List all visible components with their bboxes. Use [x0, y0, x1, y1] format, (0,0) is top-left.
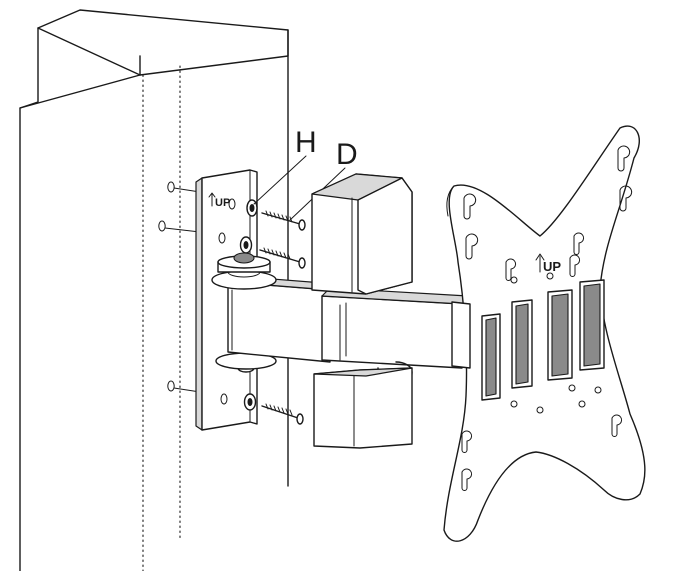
upper-pivot-knuckle — [211, 270, 277, 290]
tilt-bracket — [311, 173, 413, 449]
keyhole-bottom-left — [461, 430, 473, 453]
slot-4-inner — [583, 283, 601, 367]
tv-plate-up-label: UP — [543, 259, 561, 274]
screw-bottom — [243, 393, 304, 425]
keyhole-inner-left — [505, 258, 517, 281]
keyhole-right-2 — [619, 185, 633, 212]
up-arrow-icon — [208, 192, 216, 207]
wall-top-surface — [37, 9, 289, 76]
tv-plate-holes — [510, 272, 602, 414]
wall — [19, 9, 289, 571]
screw-top-head — [298, 219, 306, 231]
arm-end-cap-face — [451, 301, 471, 369]
hole-c — [510, 400, 518, 408]
wall-drill-holes — [158, 181, 201, 393]
tv-plate-slots — [481, 279, 605, 401]
wall-plate-side — [195, 177, 203, 431]
keyhole-top-left — [463, 193, 477, 220]
wall-hole-top — [167, 181, 175, 193]
tv-plate-keyholes — [461, 145, 633, 491]
lower-pivot — [215, 352, 277, 373]
hole-e — [536, 406, 544, 414]
label-h: H — [295, 126, 317, 159]
label-d: D — [336, 138, 358, 171]
plate-hole-top — [228, 198, 236, 210]
slot-2-inner — [515, 303, 529, 385]
wall-plate-up-label: UP — [215, 197, 230, 209]
screw-top-shaft — [261, 212, 301, 225]
screw-middle-shaft — [259, 249, 301, 263]
screw-middle-thread — [263, 247, 291, 260]
wall-hole-bottom — [167, 380, 175, 392]
hole-b — [546, 272, 554, 280]
fasteners — [239, 199, 306, 425]
tilt-block-lower-top — [313, 367, 413, 377]
screw-top-thread — [265, 210, 293, 223]
upper-pivot-bolt — [233, 252, 255, 264]
tilt-block-upper-right — [357, 177, 413, 295]
hole-a — [510, 276, 518, 284]
keyhole-bottom-left-2 — [461, 468, 473, 491]
tv-plate: UP — [443, 125, 646, 542]
arm-end-cap — [451, 301, 471, 369]
wall-left-edge — [19, 27, 39, 571]
tv-plate-up-arrow-icon — [535, 253, 545, 273]
tv-plate-thickness — [446, 185, 455, 217]
keyhole-left-2 — [465, 233, 479, 260]
keyhole-top-right — [617, 145, 631, 172]
wall-hole-middle — [158, 220, 166, 232]
leader-line-h — [253, 155, 307, 205]
screw-bottom-thread — [265, 403, 293, 416]
washer-middle-hole — [243, 241, 249, 249]
hole-d — [578, 400, 586, 408]
wall-plate-up-mark: UP — [208, 192, 230, 209]
arm-segment-1-side — [227, 281, 331, 363]
plate-hole-bottom — [220, 393, 228, 405]
hole-f — [568, 384, 576, 392]
tv-plate-outline — [443, 125, 646, 542]
keyhole-inner-right-2 — [569, 254, 581, 277]
screw-middle-head — [298, 257, 306, 269]
tv-plate-up-mark: UP — [535, 253, 561, 274]
slot-1-inner — [485, 317, 497, 397]
keyhole-bottom-right — [611, 414, 623, 437]
washer-bottom-hole — [247, 398, 253, 406]
screw-middle — [239, 236, 306, 269]
guide-line-middle — [164, 227, 201, 233]
hole-g — [594, 386, 602, 394]
screw-bottom-head — [296, 413, 304, 425]
wall-front-top-edge — [19, 74, 141, 109]
slot-3-inner — [551, 293, 569, 377]
washer-top-hole — [249, 204, 255, 212]
screw-top — [246, 199, 306, 231]
tilt-block-lower-face — [313, 367, 413, 449]
keyhole-inner-right — [573, 232, 585, 255]
arm-segment-2-side — [321, 295, 463, 369]
plate-hole-middle — [218, 232, 226, 244]
